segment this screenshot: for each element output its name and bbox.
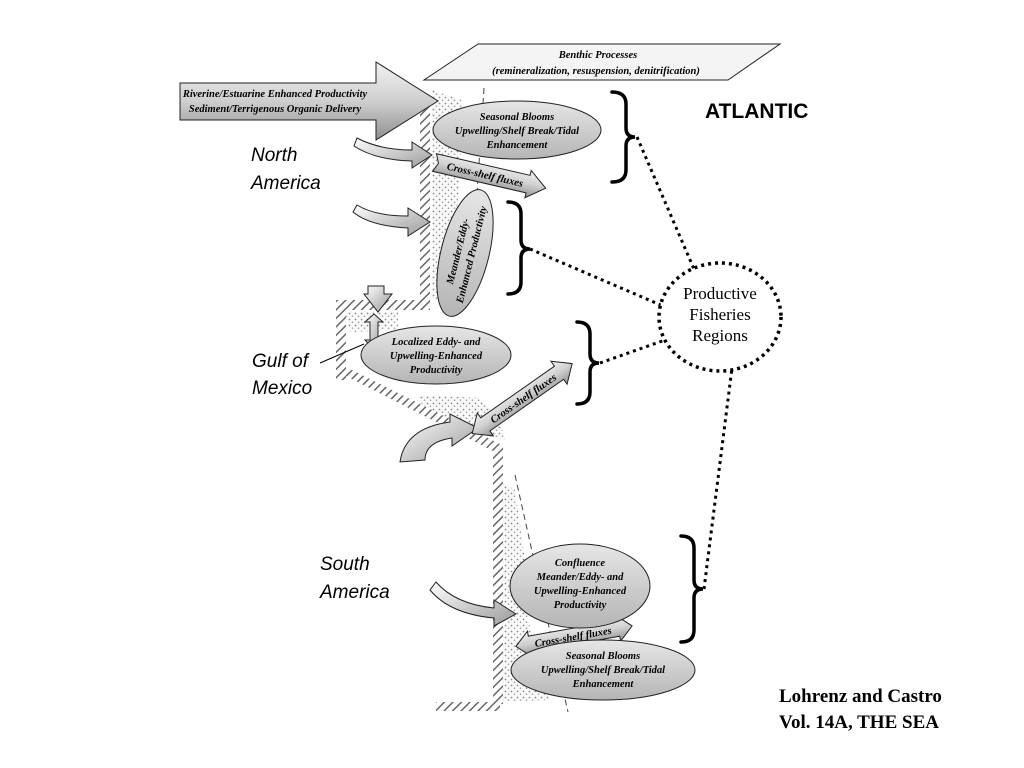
sa-seasonal-line1: Seasonal Blooms bbox=[566, 651, 640, 662]
brace-gulf bbox=[575, 320, 600, 406]
coast-north bbox=[420, 95, 430, 307]
ellipse-sa-confluence: Confluence Meander/Eddy- and Upwelling-E… bbox=[509, 543, 651, 629]
inflow-arrow-south bbox=[429, 581, 517, 627]
inflow-arrow-2 bbox=[352, 204, 431, 237]
brace-na-meander bbox=[506, 200, 531, 296]
gulf-eddy-line2: Upwelling-Enhanced bbox=[390, 351, 483, 362]
sa-seasonal-line3: Enhancement bbox=[572, 679, 635, 690]
sa-seasonal-line2: Upwelling/Shelf Break/Tidal bbox=[541, 665, 665, 676]
benthic-subtitle: (remineralization, resuspension, denitri… bbox=[492, 66, 700, 77]
gulf-down-arrow bbox=[362, 285, 394, 313]
fisheries-line2: Fisheries bbox=[689, 305, 750, 324]
na-seasonal-line1: Seasonal Blooms bbox=[480, 112, 554, 123]
brace-na-seasonal bbox=[610, 90, 636, 184]
inflow-arrows bbox=[352, 137, 517, 627]
ocean-label: ATLANTIC bbox=[705, 100, 808, 123]
citation: Lohrenz and Castro Vol. 14A, THE SEA bbox=[779, 684, 1019, 736]
riverine-line2: Sediment/Terrigenous Organic Delivery bbox=[189, 104, 362, 115]
region-north-america-line2: America bbox=[250, 173, 321, 194]
fisheries-connectors bbox=[529, 136, 734, 590]
cross-shelf-label-gulf: Cross-shelf fluxes bbox=[489, 372, 559, 426]
sa-confluence-line3: Upwelling-Enhanced bbox=[534, 586, 627, 597]
connector-south bbox=[702, 367, 734, 590]
region-north-america-line1: North bbox=[251, 145, 297, 166]
na-seasonal-line3: Enhancement bbox=[486, 140, 549, 151]
ellipse-gulf-eddy: Localized Eddy- and Upwelling-Enhanced P… bbox=[360, 325, 512, 385]
region-labels: ATLANTIC North America Gulf of Mexico So… bbox=[250, 100, 808, 603]
gulf-eddy-line3: Productivity bbox=[410, 365, 463, 376]
ellipse-na-seasonal: Seasonal Blooms Upwelling/Shelf Break/Ti… bbox=[432, 100, 602, 160]
benthic-title: Benthic Processes bbox=[558, 50, 637, 61]
connector-na-seasonal bbox=[635, 136, 702, 284]
connector-gulf bbox=[599, 338, 666, 365]
region-south-america-line1: South bbox=[320, 554, 370, 575]
coast-south-base bbox=[436, 702, 500, 711]
region-gulf-line1: Gulf of bbox=[252, 351, 310, 372]
citation-source: Vol. 14A, THE SEA bbox=[779, 712, 939, 733]
ellipse-sa-seasonal: Seasonal Blooms Upwelling/Shelf Break/Ti… bbox=[510, 639, 696, 701]
region-south-america-line2: America bbox=[319, 582, 390, 603]
fisheries-line1: Productive bbox=[683, 284, 757, 303]
region-gulf-line2: Mexico bbox=[252, 378, 312, 399]
riverine-arrow: Riverine/Estuarine Enhanced Productivity… bbox=[179, 61, 439, 141]
brace-south bbox=[679, 534, 704, 644]
gulf-leader-line bbox=[319, 343, 365, 364]
benthic-processes-box: Benthic Processes (remineralization, res… bbox=[422, 43, 782, 81]
coast-south bbox=[493, 446, 503, 704]
fisheries-line3: Regions bbox=[692, 326, 748, 345]
connector-na-meander bbox=[529, 247, 664, 308]
productive-fisheries-node: Productive Fisheries Regions bbox=[657, 261, 783, 373]
na-seasonal-line2: Upwelling/Shelf Break/Tidal bbox=[455, 126, 579, 137]
inflow-arrow-1 bbox=[353, 137, 433, 169]
sa-confluence-line4: Productivity bbox=[554, 600, 607, 611]
riverine-line1: Riverine/Estuarine Enhanced Productivity bbox=[182, 89, 368, 100]
citation-authors: Lohrenz and Castro bbox=[779, 686, 942, 707]
sa-confluence-line1: Confluence bbox=[555, 558, 606, 569]
coast-gulf-west bbox=[336, 300, 346, 380]
gulf-eddy-line1: Localized Eddy- and bbox=[391, 337, 481, 348]
sa-confluence-line2: Meander/Eddy- and bbox=[536, 572, 624, 583]
